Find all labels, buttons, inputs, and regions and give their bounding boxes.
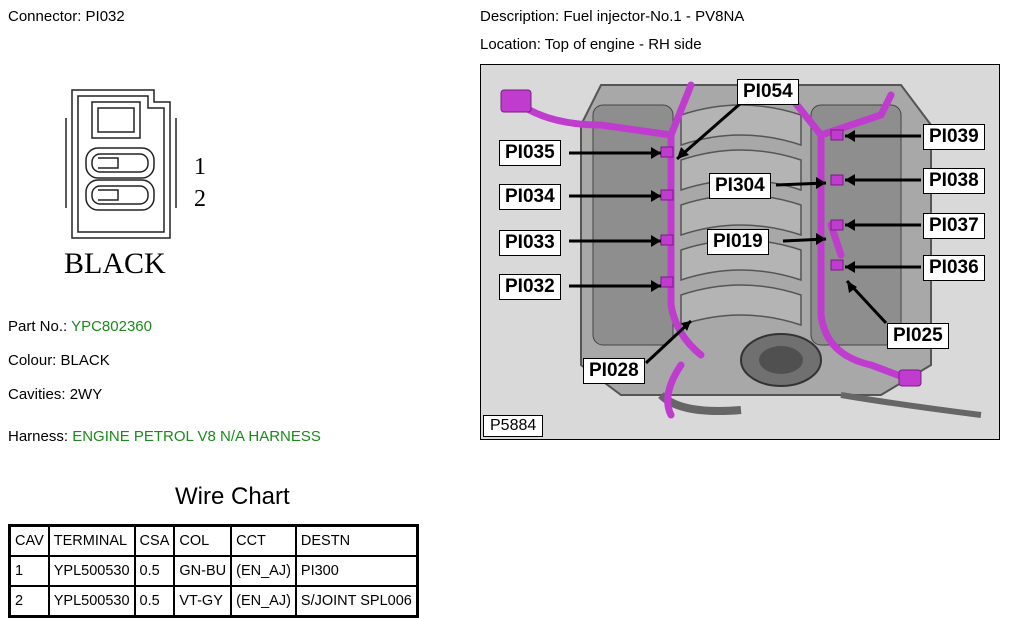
description-value: Fuel injector-No.1 - PV8NA: [563, 8, 745, 25]
header-cav: CAV: [8, 524, 50, 557]
engine-location-image: PI054 PI035 PI034 PI033 PI032 PI028 PI03…: [480, 64, 1000, 440]
location-line: Location: Top of engine - RH side: [480, 36, 702, 53]
callout-pi025: PI025: [887, 323, 949, 349]
callout-pi033: PI033: [499, 230, 561, 256]
callout-pi036: PI036: [923, 255, 985, 281]
cavities-line: Cavities: 2WY: [8, 386, 102, 403]
harness-label: Harness:: [8, 428, 69, 445]
cell-csa: 0.5: [133, 585, 176, 618]
location-label: Location:: [480, 36, 541, 53]
callout-pi019: PI019: [707, 229, 769, 255]
connector-colour-label: BLACK: [64, 247, 166, 280]
cell-cct: (EN_AJ): [230, 585, 297, 618]
connector-face-diagram: 1 2 BLACK: [64, 89, 206, 280]
part-no-link[interactable]: YPC802360: [71, 318, 152, 335]
cell-col: VT-GY: [173, 585, 233, 618]
header-csa: CSA: [133, 524, 176, 557]
cell-col: GN-BU: [173, 555, 233, 587]
description-label: Description:: [480, 8, 560, 25]
engine-illustration: [481, 65, 999, 439]
connector-id: PI032: [85, 8, 125, 25]
callout-pi034: PI034: [499, 184, 561, 210]
colour-label: Colour:: [8, 352, 57, 369]
cell-csa: 0.5: [133, 555, 176, 587]
callout-pi032: PI032: [499, 274, 561, 300]
header-col: COL: [173, 524, 233, 557]
pin-1-label: 1: [194, 154, 206, 180]
part-no-line: Part No.: YPC802360: [8, 318, 152, 335]
description-line: Description: Fuel injector-No.1 - PV8NA: [480, 8, 744, 25]
table-header-row: CAV TERMINAL CSA COL CCT DESTN: [8, 524, 419, 557]
harness-link[interactable]: ENGINE PETROL V8 N/A HARNESS: [72, 428, 321, 445]
connector-line: Connector: PI032: [8, 8, 125, 25]
callout-pi035: PI035: [499, 140, 561, 166]
cell-cav: 1: [8, 555, 50, 587]
table-row: 2 YPL500530 0.5 VT-GY (EN_AJ) S/JOINT SP…: [8, 585, 419, 618]
cell-cct: (EN_AJ): [230, 555, 297, 587]
pin-2-label: 2: [194, 186, 206, 212]
connector-label: Connector:: [8, 8, 82, 25]
callout-pi054: PI054: [737, 79, 799, 105]
header-destn: DESTN: [294, 524, 419, 557]
callout-pi038: PI038: [923, 168, 985, 194]
colour-value: BLACK: [60, 352, 110, 369]
cell-terminal: YPL500530: [47, 555, 136, 587]
part-no-label: Part No.:: [8, 318, 68, 335]
wire-chart-table: CAV TERMINAL CSA COL CCT DESTN 1 YPL5005…: [8, 524, 419, 618]
cavities-label: Cavities:: [8, 386, 66, 403]
cell-destn: S/JOINT SPL006: [294, 585, 419, 618]
cell-cav: 2: [8, 585, 50, 618]
callout-pi028: PI028: [583, 358, 645, 384]
colour-line: Colour: BLACK: [8, 352, 110, 369]
table-row: 1 YPL500530 0.5 GN-BU (EN_AJ) PI300: [8, 555, 419, 587]
wire-chart-title: Wire Chart: [175, 483, 290, 510]
figure-id: P5884: [483, 415, 544, 437]
cell-destn: PI300: [294, 555, 419, 587]
header-terminal: TERMINAL: [47, 524, 136, 557]
location-value: Top of engine - RH side: [544, 36, 702, 53]
callout-pi304: PI304: [709, 173, 771, 199]
callout-pi037: PI037: [923, 213, 985, 239]
cavities-value: 2WY: [69, 386, 103, 403]
callout-pi039: PI039: [923, 124, 985, 150]
header-cct: CCT: [230, 524, 297, 557]
harness-line: Harness: ENGINE PETROL V8 N/A HARNESS: [8, 428, 321, 445]
cell-terminal: YPL500530: [47, 585, 136, 618]
